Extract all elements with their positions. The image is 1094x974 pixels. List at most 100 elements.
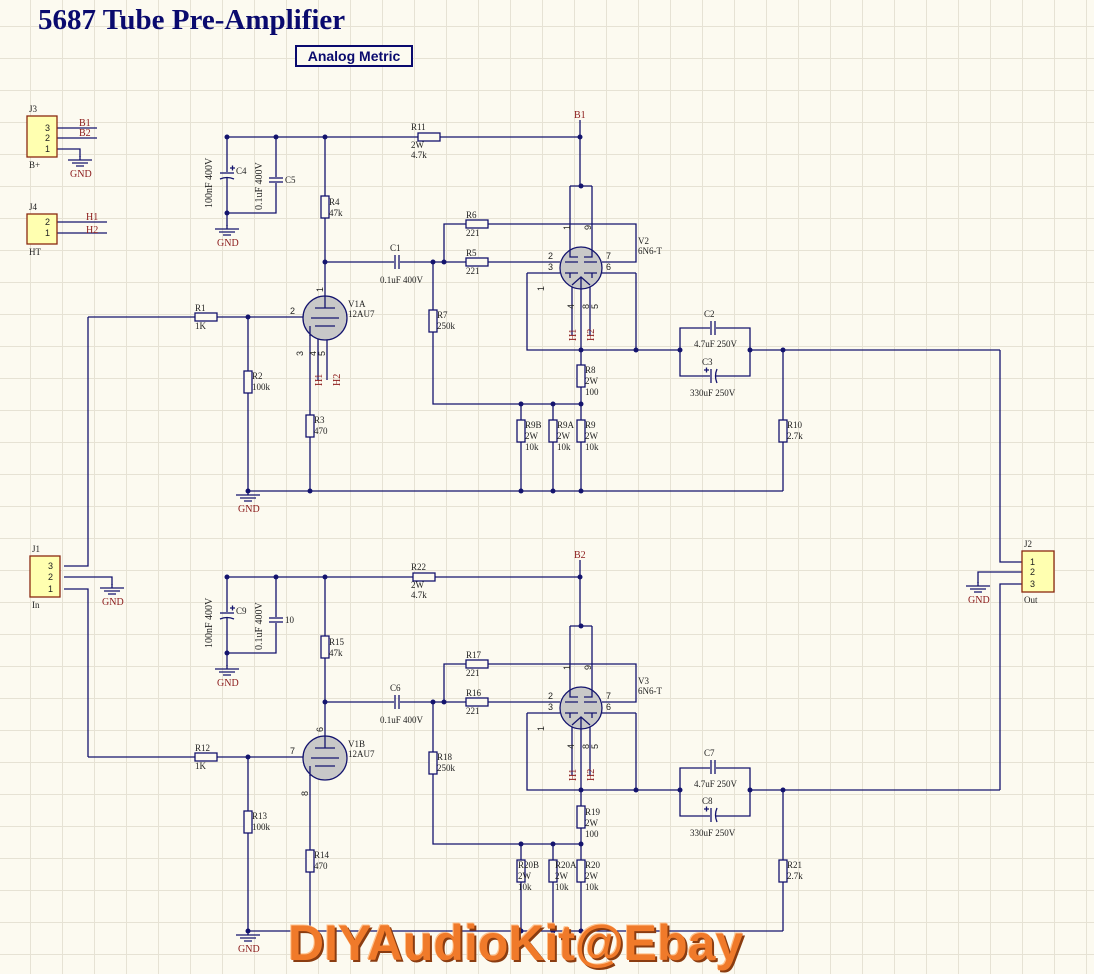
j1-pin-label: 3	[48, 561, 53, 571]
r10-ref: R10	[787, 420, 803, 430]
r12-ref: R12	[195, 743, 210, 753]
resistor-r12	[194, 752, 218, 762]
electrolytic-capacitor-c3	[704, 367, 718, 384]
v2-pin-label: 8	[581, 304, 591, 309]
wire	[88, 756, 311, 931]
r1-ref: R1	[195, 303, 206, 313]
junction-dot	[578, 183, 584, 189]
wire	[88, 316, 311, 491]
r17-value: 221	[466, 668, 480, 678]
c7-value: 4.7uF 250V	[694, 779, 738, 789]
net-label-h2: H2	[332, 374, 343, 386]
resistor-r8	[576, 364, 586, 388]
capacitor-c1	[394, 255, 400, 269]
v3-pin-label: 3	[548, 702, 553, 712]
wire	[571, 725, 591, 775]
junction-dot	[550, 401, 556, 407]
c3-ref: C3	[702, 357, 713, 367]
junction-dot	[441, 699, 447, 705]
r18-ref: R18	[437, 752, 453, 762]
r9a-value: 10k	[557, 442, 571, 452]
ground-symbol	[236, 931, 260, 942]
r5-value: 221	[466, 266, 480, 276]
electrolytic-capacitor-c8	[704, 806, 718, 823]
triode-tube-v1a	[302, 295, 348, 341]
j2-pin-label: 1	[1030, 557, 1035, 567]
r3-value: 470	[314, 426, 328, 436]
r8-ref: R8	[585, 365, 596, 375]
ground-symbol	[215, 665, 239, 676]
junction-dot	[430, 699, 436, 705]
net-label-h1: H1	[314, 374, 325, 386]
v3-pin-label: 4	[566, 744, 576, 749]
r6-value: 221	[466, 228, 480, 238]
junction-dot	[307, 488, 313, 494]
r13-ref: R13	[252, 811, 268, 821]
r19-value: 100	[585, 829, 599, 839]
v1b-pin-label: 8	[300, 791, 310, 796]
junction-dot	[578, 623, 584, 629]
net-label-h1: H1	[568, 329, 579, 341]
r9b-value: 2W	[525, 431, 539, 441]
r14-ref: R14	[314, 850, 330, 860]
wire	[317, 338, 328, 380]
r9a-value: 2W	[557, 431, 571, 441]
v2-pin-label: 3	[548, 262, 553, 272]
resistor-r20b	[516, 859, 526, 883]
gnd-label: GND	[102, 597, 124, 608]
r11-ref: R11	[411, 122, 426, 132]
net-label-b1: B1	[79, 118, 91, 129]
j3-pin-label: 1	[45, 144, 50, 154]
wire	[227, 560, 593, 690]
r19-value: 2W	[585, 818, 599, 828]
subtitle-badge: Analog Metric	[295, 45, 413, 67]
wire	[57, 127, 107, 234]
v1b-pin-label: 6	[315, 727, 325, 732]
junction-dot	[518, 401, 524, 407]
resistor-r15	[320, 635, 330, 659]
wire	[526, 272, 680, 351]
resistor-r21	[778, 859, 788, 883]
c7-ref: C7	[704, 748, 715, 758]
c2-ref: C2	[704, 309, 715, 319]
net-label-h1: H1	[568, 769, 579, 781]
r17-ref: R17	[466, 650, 482, 660]
r22-ref: R22	[411, 562, 426, 572]
v2-pin-label: 9	[583, 225, 593, 230]
electrolytic-capacitor-c9	[219, 605, 235, 620]
junction-dot	[578, 787, 584, 793]
r20b-ref: R20B	[518, 860, 539, 870]
resistor-r1	[194, 312, 218, 322]
net-label-h2: H2	[86, 225, 98, 236]
v3-pin-label: 9	[583, 665, 593, 670]
ground-symbol	[100, 584, 124, 595]
junction-dot	[273, 134, 279, 140]
r5-ref: R5	[466, 248, 477, 258]
c9-value: 100nF 400V	[204, 597, 215, 648]
connector-j3	[26, 115, 58, 158]
r6-ref: R6	[466, 210, 477, 220]
r11-value: 2W	[411, 140, 425, 150]
v1a-pin-label: 4	[308, 351, 318, 356]
r15-ref: R15	[329, 637, 345, 647]
c1-ref: C1	[390, 243, 401, 253]
junction-dot	[224, 210, 230, 216]
r15-value: 47k	[329, 648, 343, 658]
j2-pin-label: 2	[1030, 567, 1035, 577]
v2-pin-label: 6	[606, 262, 611, 272]
resistor-r4	[320, 195, 330, 219]
net-label-h2: H2	[586, 769, 597, 781]
junction-dot	[518, 488, 524, 494]
junction-dot	[322, 259, 328, 265]
resistor-r20	[576, 859, 586, 883]
j1-name: In	[32, 600, 40, 610]
junction-dot	[322, 134, 328, 140]
junction-dot	[441, 259, 447, 265]
junction-dot	[245, 314, 251, 320]
r7-ref: R7	[437, 310, 448, 320]
j3-ref: J3	[29, 104, 38, 114]
v1a-ref: V1A	[348, 299, 366, 309]
junction-dot	[578, 928, 584, 934]
ground-symbol	[215, 225, 239, 236]
